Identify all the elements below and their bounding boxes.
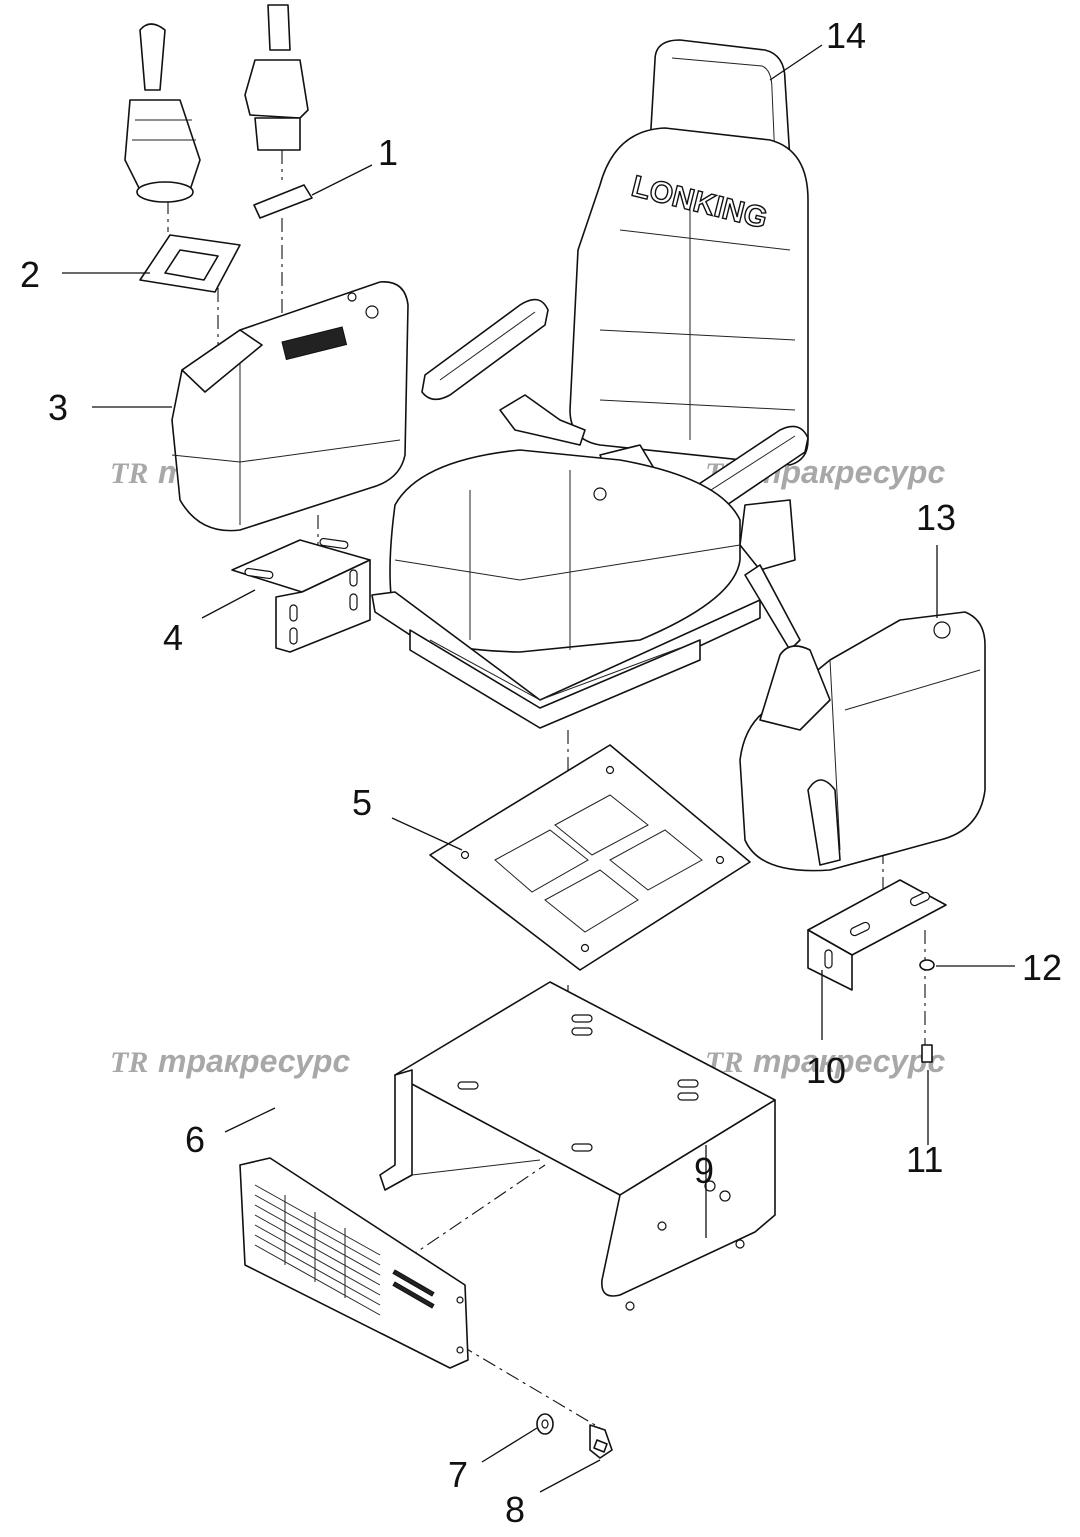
left-joystick [124, 23, 201, 203]
right-washer [919, 959, 935, 971]
seat-joystick-mount [739, 499, 801, 651]
callout-10: 10 [806, 1050, 846, 1091]
callout-5: 5 [352, 782, 372, 823]
right-screw [921, 1044, 933, 1063]
watermark-3: TR тракресурс [110, 1043, 350, 1079]
callout-11: 11 [906, 1139, 943, 1180]
seat-back: LONKING [569, 127, 809, 466]
svg-text:тракресурс: тракресурс [753, 1043, 945, 1079]
left-bracket [231, 537, 371, 653]
svg-text:TR: TR [110, 457, 148, 490]
callout-12: 12 [1022, 947, 1062, 988]
right-bracket [807, 879, 947, 991]
leader-lines [62, 44, 1015, 1493]
washer [536, 1413, 554, 1435]
part-1-plate [253, 184, 313, 219]
callout-4: 4 [163, 617, 183, 658]
callout-13: 13 [916, 497, 956, 538]
vent-grille [254, 1184, 435, 1316]
base-frame [379, 981, 776, 1311]
seat-cushion [389, 449, 741, 653]
callout-6: 6 [185, 1119, 205, 1160]
mounting-plate [429, 744, 751, 971]
svg-text:тракресурс: тракресурс [158, 1043, 350, 1079]
right-console [739, 611, 986, 872]
svg-text:TR: TR [110, 1046, 148, 1079]
joystick-boot-plate [139, 234, 241, 293]
callout-2: 2 [20, 254, 40, 295]
left-console [171, 281, 409, 532]
callout-7: 7 [448, 1454, 468, 1495]
vent-cover [239, 1157, 469, 1369]
callout-1: 1 [378, 132, 398, 173]
left-armrest [421, 298, 549, 401]
callout-9: 9 [694, 1150, 714, 1191]
callout-3: 3 [48, 387, 68, 428]
upper-lever [244, 4, 309, 151]
callout-labels: 1 2 3 4 5 6 7 8 9 10 11 12 13 14 [20, 15, 1062, 1530]
bolt [589, 1424, 613, 1459]
callout-14: 14 [826, 15, 866, 56]
seat-suspension [371, 591, 761, 729]
callout-8: 8 [505, 1489, 525, 1530]
